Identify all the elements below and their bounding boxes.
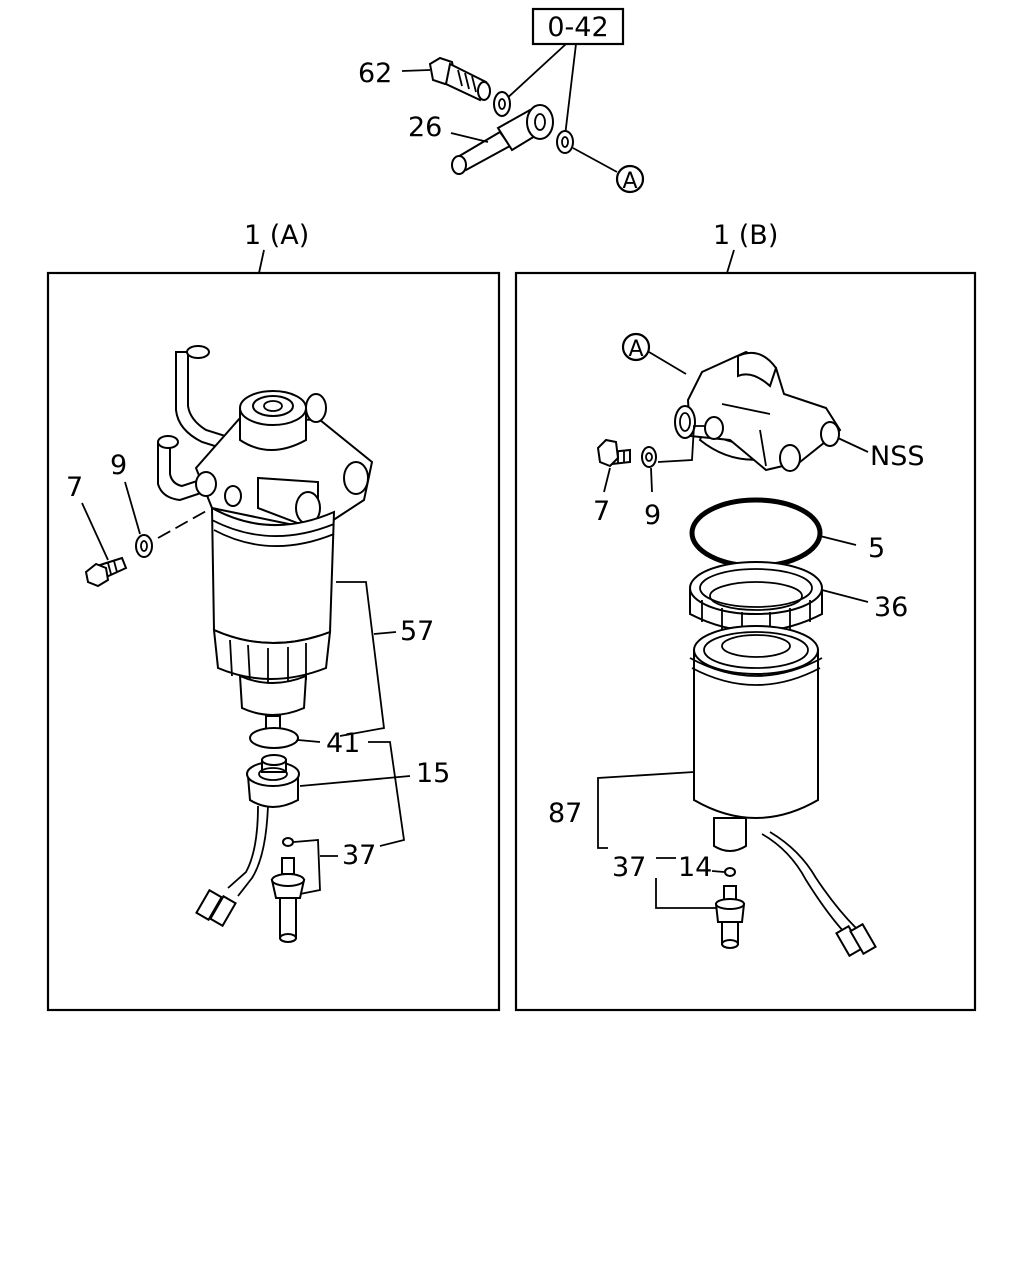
part-26-eye-pipe	[451, 104, 554, 175]
part-62-banjo-bolt	[428, 56, 491, 102]
label-26: 26	[408, 112, 442, 143]
label-57: 57	[400, 616, 434, 647]
panel-b-title-leader	[726, 249, 735, 274]
leader-62	[401, 69, 431, 72]
label-9-a: 9	[110, 450, 127, 481]
leader-57	[373, 631, 397, 635]
leader-26	[450, 132, 489, 143]
panel-a-title-leader	[258, 249, 265, 274]
bracket-37-a	[293, 839, 321, 895]
label-36: 36	[874, 592, 908, 623]
drain-plug-37-b	[714, 885, 746, 949]
group-box	[531, 7, 625, 46]
bracket-57-41	[336, 581, 385, 737]
group-box-label: 0-42	[547, 12, 608, 43]
ref-a-circle	[615, 164, 645, 194]
leader-7-a	[81, 502, 109, 561]
bolt-7-a	[84, 556, 128, 588]
label-nss: NSS	[870, 441, 924, 472]
label-9-b: 9	[644, 500, 661, 531]
o-ring-41	[249, 727, 299, 749]
ref-a-label: A	[622, 169, 637, 194]
panel-a: 1 (A)	[46, 220, 501, 1012]
washer-top-right	[556, 130, 574, 154]
leader-9-a	[124, 481, 141, 535]
label-14: 14	[678, 852, 712, 883]
label-7-a: 7	[66, 472, 83, 503]
assembly-axis-b	[657, 425, 706, 463]
label-7-b: 7	[593, 496, 610, 527]
leader-7-b	[603, 467, 611, 493]
label-15: 15	[416, 758, 450, 789]
label-37-b: 37	[612, 852, 646, 883]
ref-a-circle-b	[621, 332, 651, 362]
leader-5	[819, 535, 857, 546]
top-group: 0-42 62 26 A	[358, 7, 645, 194]
ref-a-label-b: A	[628, 337, 643, 362]
filter-head-b	[674, 350, 842, 472]
panel-b: 1 (B) A NSS 7	[514, 220, 977, 1012]
label-62: 62	[358, 58, 392, 89]
washer-9-b	[641, 446, 657, 468]
panel-a-title: 1 (A)	[244, 220, 309, 251]
washer-9-a	[135, 534, 153, 558]
sensor-15	[195, 754, 300, 928]
leader-36	[821, 589, 869, 603]
filter-head-a	[157, 345, 374, 532]
bolt-7-b	[596, 438, 631, 468]
label-41: 41	[326, 728, 360, 759]
drain-plug-37	[270, 837, 306, 943]
panel-b-frame	[514, 271, 977, 1012]
seal-14	[724, 867, 736, 877]
panel-b-title: 1 (B)	[713, 220, 778, 251]
leader-9-b	[650, 467, 653, 493]
label-37-a: 37	[342, 840, 376, 871]
filter-element-57	[210, 506, 336, 741]
leader-ref-a-b	[648, 351, 687, 375]
group-leaders	[502, 43, 577, 137]
bracket-41-37	[368, 741, 406, 847]
panel-a-frame	[46, 271, 501, 1012]
bracket-37-b	[655, 878, 720, 909]
label-87: 87	[548, 798, 582, 829]
ring-nut-36	[689, 561, 823, 636]
leader-14	[711, 870, 725, 873]
filter-element-87	[689, 625, 877, 958]
leader-nss	[837, 437, 869, 453]
o-ring-5	[689, 497, 823, 569]
leader-15	[299, 775, 411, 787]
leader-41	[297, 739, 321, 743]
leader-ref-a	[572, 147, 618, 173]
assembly-axis-a	[157, 509, 209, 539]
washer-top-left	[493, 91, 511, 117]
label-5: 5	[868, 533, 885, 564]
bracket-87	[597, 771, 695, 849]
